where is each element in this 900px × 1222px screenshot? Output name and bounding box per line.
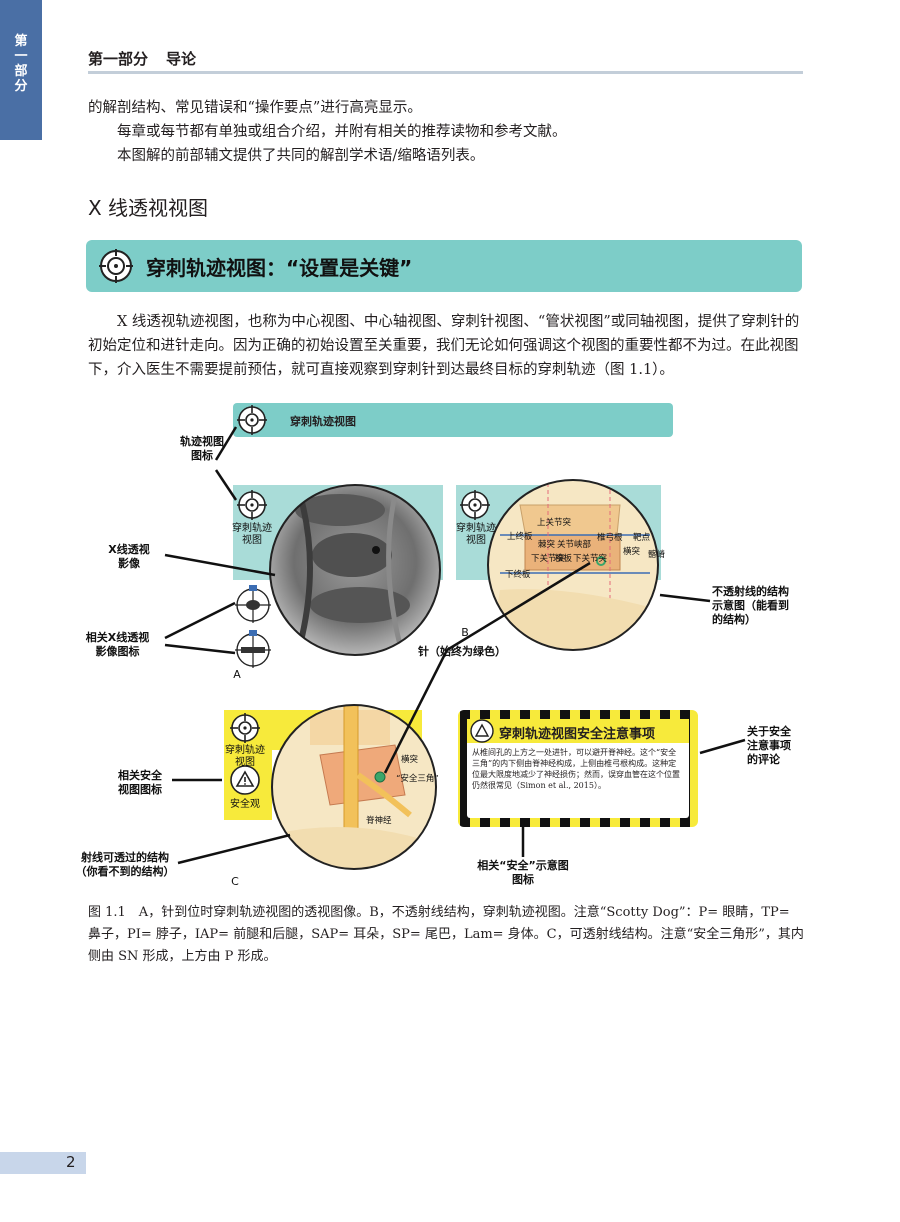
label-c-tp: 横突 [401, 755, 419, 765]
intro-line: 的解剖结构、常见错误和“操作要点”进行高亮显示。 [88, 100, 422, 116]
panel-a-icon-label: 穿刺轨迹视图 [232, 523, 272, 546]
callout-safety-comment: 关于安全注意事项的评论 [747, 725, 791, 766]
label-upper-endplate: 上终板 [507, 532, 533, 542]
side-tab-char: 第 [14, 34, 28, 49]
label-pedicle: 椎弓根 [597, 533, 623, 543]
panel-letter-c: C [231, 875, 239, 888]
callout-radiopaque: 不透射线的结构示意图（能看到的结构） [712, 585, 789, 626]
panel-b-icon-label: 穿刺轨迹视图 [456, 523, 496, 546]
radiopaque-diagram [488, 480, 658, 650]
side-tab-char: 分 [14, 79, 28, 94]
target-icon [237, 405, 267, 435]
panel-letter-a: A [233, 668, 241, 681]
panel-c-icon-label: 穿刺轨迹视图 [225, 745, 265, 768]
target-icon [237, 490, 267, 520]
header-rule [88, 71, 803, 74]
label-lower-endplate: 下终板 [505, 570, 531, 580]
panel-letter-b: B [461, 626, 469, 639]
callout-radiolucent: 射线可透过的结构（你看不到的结构） [75, 851, 175, 878]
intro-text: 的解剖结构、常见错误和“操作要点”进行高亮显示。 每章或每节都有单独或组合介绍，… [88, 96, 804, 168]
needle-target-marker [596, 556, 606, 566]
page-number: 2 [66, 1153, 76, 1171]
target-icon [99, 249, 133, 283]
warning-icon [230, 765, 260, 795]
figure-artwork [164, 403, 746, 870]
side-tab-char: 部 [14, 64, 28, 79]
safety-box [467, 719, 689, 818]
label-c-triangle: “安全三角” [396, 774, 439, 784]
radiolucent-diagram [272, 705, 436, 869]
label-spinous: 棘突 [538, 540, 556, 550]
running-header: 第一部分导论 [88, 48, 196, 69]
safety-box-text: 从椎间孔的上方之一处进针，可以避开脊神经。这个“安全三角”的内下侧由脊神经构成，… [472, 748, 680, 790]
callout-related-safety-icon: 相关安全视图图标 [118, 769, 162, 796]
side-tab-char: 一 [14, 49, 28, 64]
label-lamina: 椎板 [555, 554, 573, 564]
figure-banner-title: 穿刺轨迹视图 [290, 415, 356, 428]
warning-icon [470, 719, 494, 743]
xray-image [270, 485, 440, 655]
footer-bar [0, 1152, 86, 1174]
label-pars: 关节峡部 [557, 540, 592, 550]
label-c-nerve: 脊神经 [366, 816, 392, 826]
header-chapter: 导论 [166, 50, 197, 68]
callout-arrows [164, 426, 746, 865]
callout-needle: 针（始终为绿色） [418, 645, 506, 658]
intro-line: 本图解的前部辅文提供了共同的解剖学术语/缩略语列表。 [117, 148, 485, 164]
body-paragraph: X 线透视轨迹视图，也称为中心视图、中心轴视图、穿刺针视图、“管状视图”或同轴视… [88, 310, 804, 382]
related-xray-icon-2 [235, 630, 271, 668]
label-sap: 上关节突 [537, 518, 572, 528]
callout-related-safety-diagram: 相关“安全”示意图图标 [477, 859, 569, 886]
label-iap: 下关节突 [531, 554, 566, 564]
figure-top-banner [233, 403, 673, 437]
callout-related-xray-icons: 相关X线透视影像图标 [85, 631, 150, 658]
label-iliac: 髂嵴 [648, 550, 666, 560]
related-xray-icon-1 [235, 585, 271, 623]
banner-title: 穿刺轨迹视图：“设置是关键” [146, 255, 413, 280]
target-icon [460, 490, 490, 520]
target-icon [230, 713, 260, 743]
callout-xray-image: X线透视影像 [108, 543, 150, 570]
needle-marker [374, 771, 386, 783]
header-part: 第一部分 [88, 50, 149, 68]
safety-view-label: 安全观 [230, 799, 260, 810]
side-tab: 第 一 部 分 [0, 0, 42, 140]
section-heading: X 线透视视图 [88, 196, 209, 220]
figure-1-1: 轨迹视图图标 X线透视影像 相关X线透视影像图标 针（始终为绿色） 不透射线的结… [0, 395, 900, 895]
figure-caption: 图 1.1 A，针到位时穿刺轨迹视图的透视图像。B，不透射线结构，穿刺轨迹视图。… [88, 905, 804, 964]
safety-box-title: 穿刺轨迹视图安全注意事项 [499, 727, 656, 742]
paragraph-text: X 线透视轨迹视图，也称为中心视图、中心轴视图、穿刺针视图、“管状视图”或同轴视… [88, 314, 800, 378]
section-banner: 穿刺轨迹视图：“设置是关键” [86, 240, 802, 292]
intro-line: 每章或每节都有单独或组合介绍，并附有相关的推荐读物和参考文献。 [117, 124, 567, 140]
label-lower-iap: 下关节突 [573, 554, 608, 564]
label-tp: 横突 [623, 547, 641, 557]
label-target: 靶点 [633, 533, 651, 543]
callout-trajectory-icon: 轨迹视图图标 [180, 435, 224, 462]
